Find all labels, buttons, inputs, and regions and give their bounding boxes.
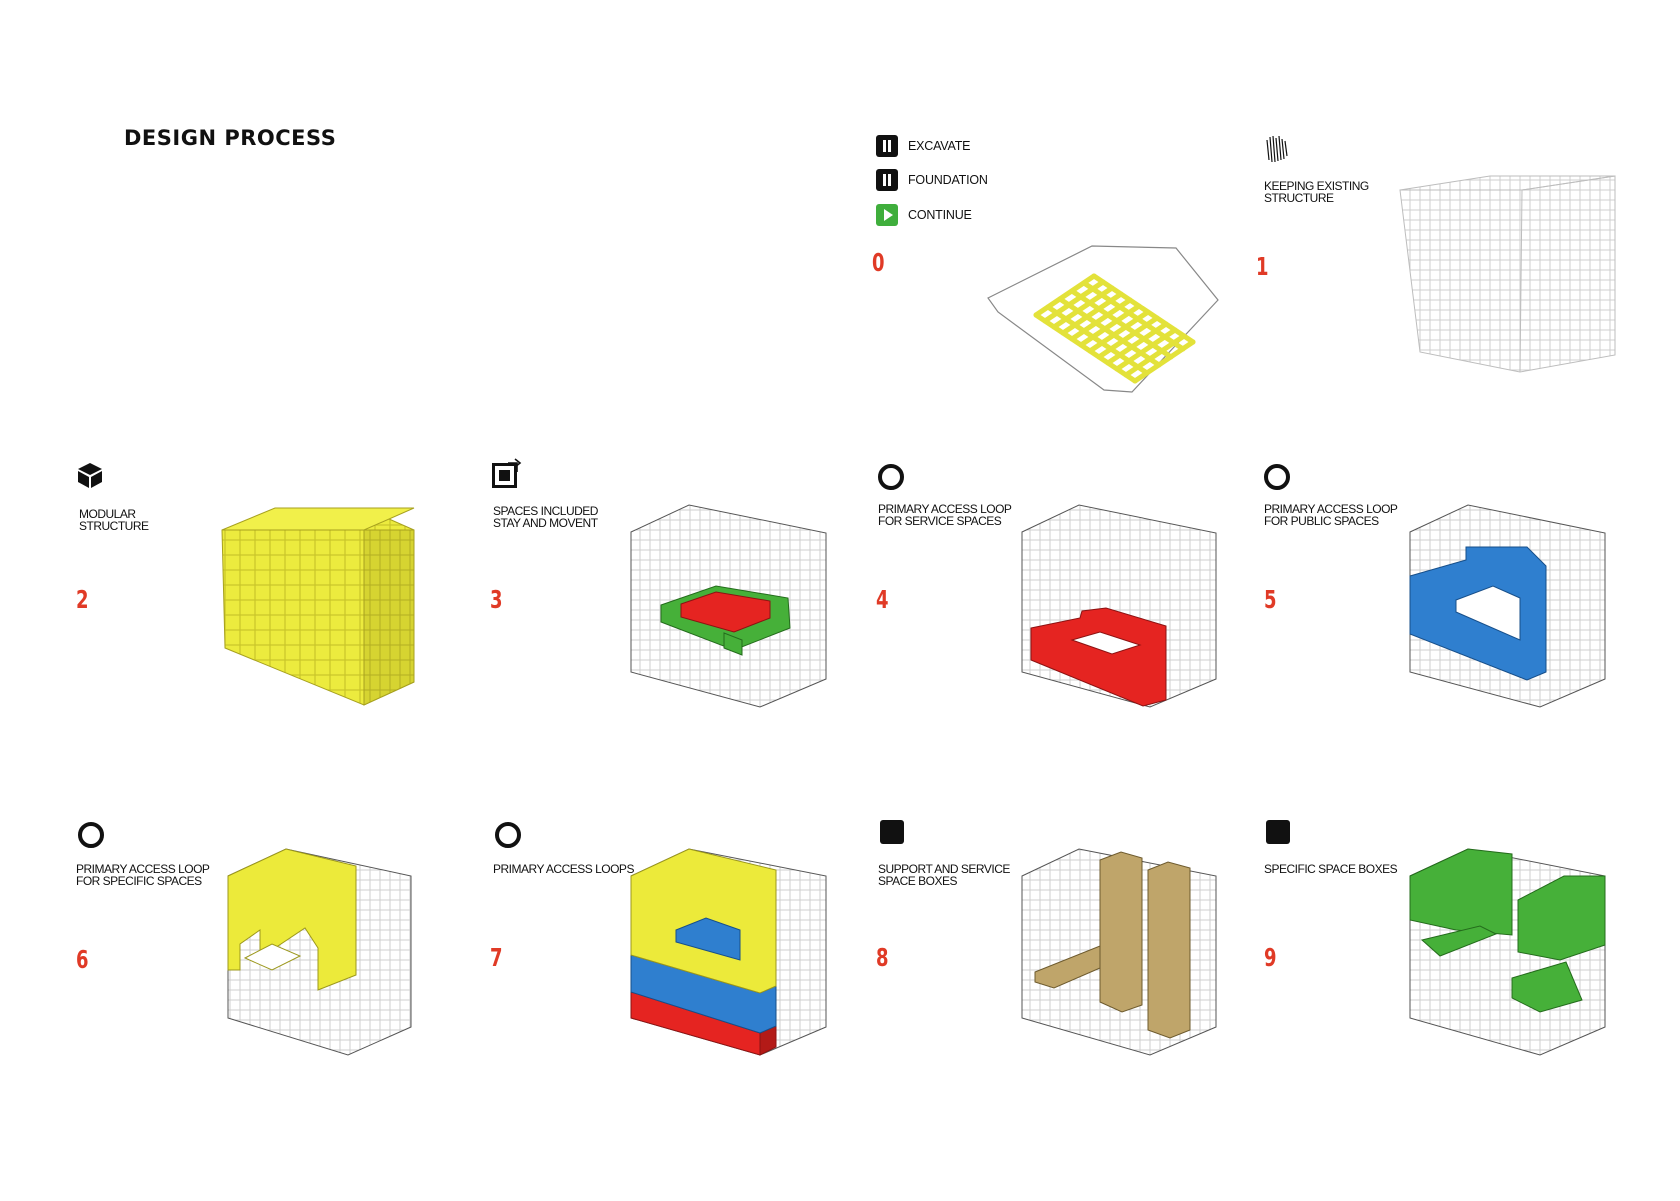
wireframe-boxes [227,504,1606,1056]
step-caption-5: PRIMARY ACCESS LOOP FOR PUBLIC SPACES [1264,502,1398,528]
step-number-0: 0 [872,248,885,277]
specific-space-boxes [1409,848,1606,1013]
combined-access-loops [630,848,777,1056]
play-icon [876,204,898,226]
support-service-boxes [1034,851,1191,1039]
square-icon [880,820,904,844]
stay-movement-spaces [660,585,791,656]
legend-continue: CONTINUE [876,204,972,226]
ring-icon [1264,464,1290,490]
step-caption-8: SUPPORT AND SERVICE SPACE BOXES [878,862,1010,888]
step-number-1: 1 [1256,252,1269,281]
step-number-6: 6 [76,945,89,974]
step-number-9: 9 [1264,943,1277,972]
step-caption-4: PRIMARY ACCESS LOOP FOR SERVICE SPACES [878,502,1012,528]
public-access-loop [1409,546,1547,681]
specific-access-loop [227,848,357,991]
step-caption-6: PRIMARY ACCESS LOOP FOR SPECIFIC SPACES [76,862,210,888]
step-number-8: 8 [876,943,889,972]
ring-icon [495,822,521,848]
hatch-lines-icon [1266,135,1288,163]
square-icon [1266,820,1290,844]
legend-label: FOUNDATION [908,173,988,187]
ring-icon [878,464,904,490]
modular-structure-box [221,507,415,706]
cube-icon [78,463,102,488]
legend-foundation: FOUNDATION [876,169,988,191]
pause-icon [876,135,898,157]
step-caption-1: KEEPING EXISTING STRUCTURE [1264,179,1369,205]
service-access-loop [1030,607,1167,707]
existing-structure-box [1399,175,1616,373]
legend-excavate: EXCAVATE [876,135,971,157]
step-number-4: 4 [876,585,889,614]
step-caption-3: SPACES INCLUDED STAY AND MOVENT [493,504,598,530]
pause-icon [876,169,898,191]
step-caption-2: MODULAR STRUCTURE [79,507,149,533]
step-number-5: 5 [1264,585,1277,614]
step-caption-7: PRIMARY ACCESS LOOPS [493,862,634,876]
step-caption-9: SPECIFIC SPACE BOXES [1264,862,1398,876]
legend-label: CONTINUE [908,208,972,222]
square-arrow-icon [492,458,522,488]
ring-icon [78,822,104,848]
legend-label: EXCAVATE [908,139,971,153]
step-number-2: 2 [76,585,89,614]
foundation-grid [987,245,1219,393]
page-title: DESIGN PROCESS [124,126,337,150]
step-number-7: 7 [490,943,503,972]
step-number-3: 3 [490,585,503,614]
